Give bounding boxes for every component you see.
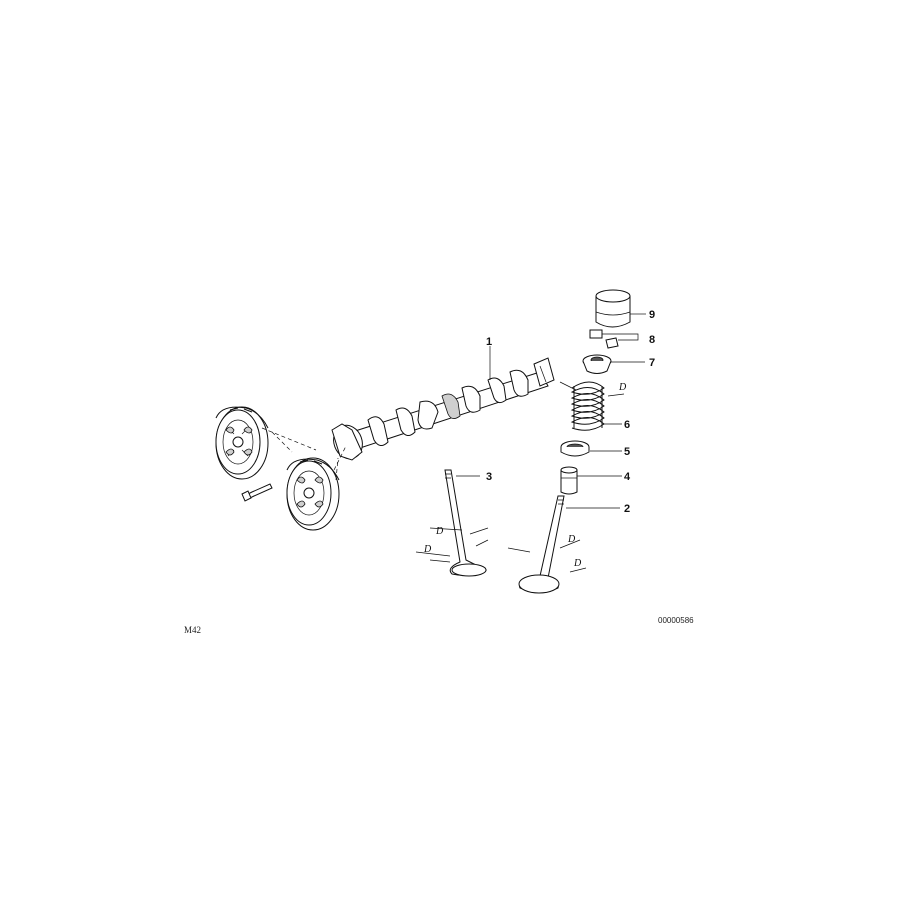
dimension-label-intake-lower: D — [423, 544, 432, 555]
spring-retainer[interactable] — [582, 354, 612, 374]
sprocket-lower[interactable] — [286, 457, 340, 531]
exhaust-valve[interactable] — [518, 495, 565, 594]
sprocket-bolt[interactable] — [241, 483, 273, 502]
valve-spring[interactable] — [570, 381, 605, 431]
camshaft[interactable] — [329, 357, 555, 463]
callout-4[interactable]: 4 — [624, 471, 631, 483]
dimension-label-exhaust-lower: D — [573, 558, 582, 569]
dimension-markings — [415, 381, 625, 573]
callout-8[interactable]: 8 — [649, 334, 655, 346]
model-code: M42 — [184, 625, 202, 635]
callout-1[interactable]: 1 — [486, 336, 492, 348]
dimension-label-exhaust-upper: D — [567, 534, 576, 545]
callout-6[interactable]: 6 — [624, 419, 630, 431]
spring-seat[interactable] — [560, 440, 590, 457]
callout-leaders — [456, 313, 646, 509]
bucket-tappet[interactable] — [595, 289, 631, 328]
assembly-guide-lines — [261, 427, 347, 481]
callout-5[interactable]: 5 — [624, 446, 630, 458]
callout-7[interactable]: 7 — [649, 357, 655, 369]
dimension-label-intake-upper: D — [435, 526, 444, 537]
callout-2[interactable]: 2 — [624, 503, 630, 515]
dimension-label-spring: D — [618, 382, 627, 393]
sprocket-upper[interactable] — [215, 406, 269, 480]
image-number: 00000586 — [658, 616, 694, 625]
callout-9[interactable]: 9 — [649, 309, 655, 321]
callout-3[interactable]: 3 — [486, 471, 492, 483]
valve-stem-seal[interactable] — [560, 466, 578, 495]
intake-valve[interactable] — [444, 469, 488, 577]
valve-keepers[interactable] — [589, 329, 619, 349]
